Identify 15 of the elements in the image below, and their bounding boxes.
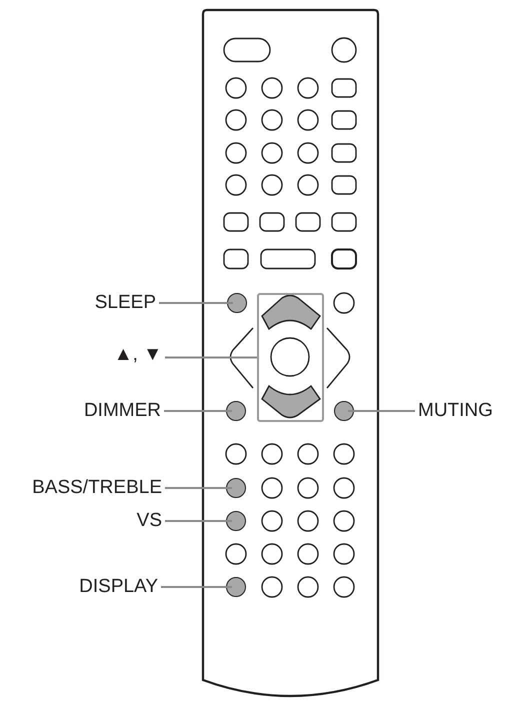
callout-label: BASS/TREBLE (32, 477, 162, 499)
leader-line (165, 356, 257, 358)
leader-line (348, 410, 415, 412)
callout-label: MUTING (418, 400, 493, 422)
callout-label: DISPLAY (79, 576, 158, 598)
callout-label: ▲, ▼ (114, 344, 162, 366)
callout-label: VS (136, 510, 162, 532)
cursor-button-frame (257, 293, 324, 422)
leader-line (159, 302, 233, 304)
callout-label: SLEEP (94, 292, 156, 314)
leader-line (165, 487, 232, 489)
leader-line (165, 520, 232, 522)
callout-label: DIMMER (84, 400, 161, 422)
leader-line (164, 410, 232, 412)
leader-line (161, 586, 232, 588)
